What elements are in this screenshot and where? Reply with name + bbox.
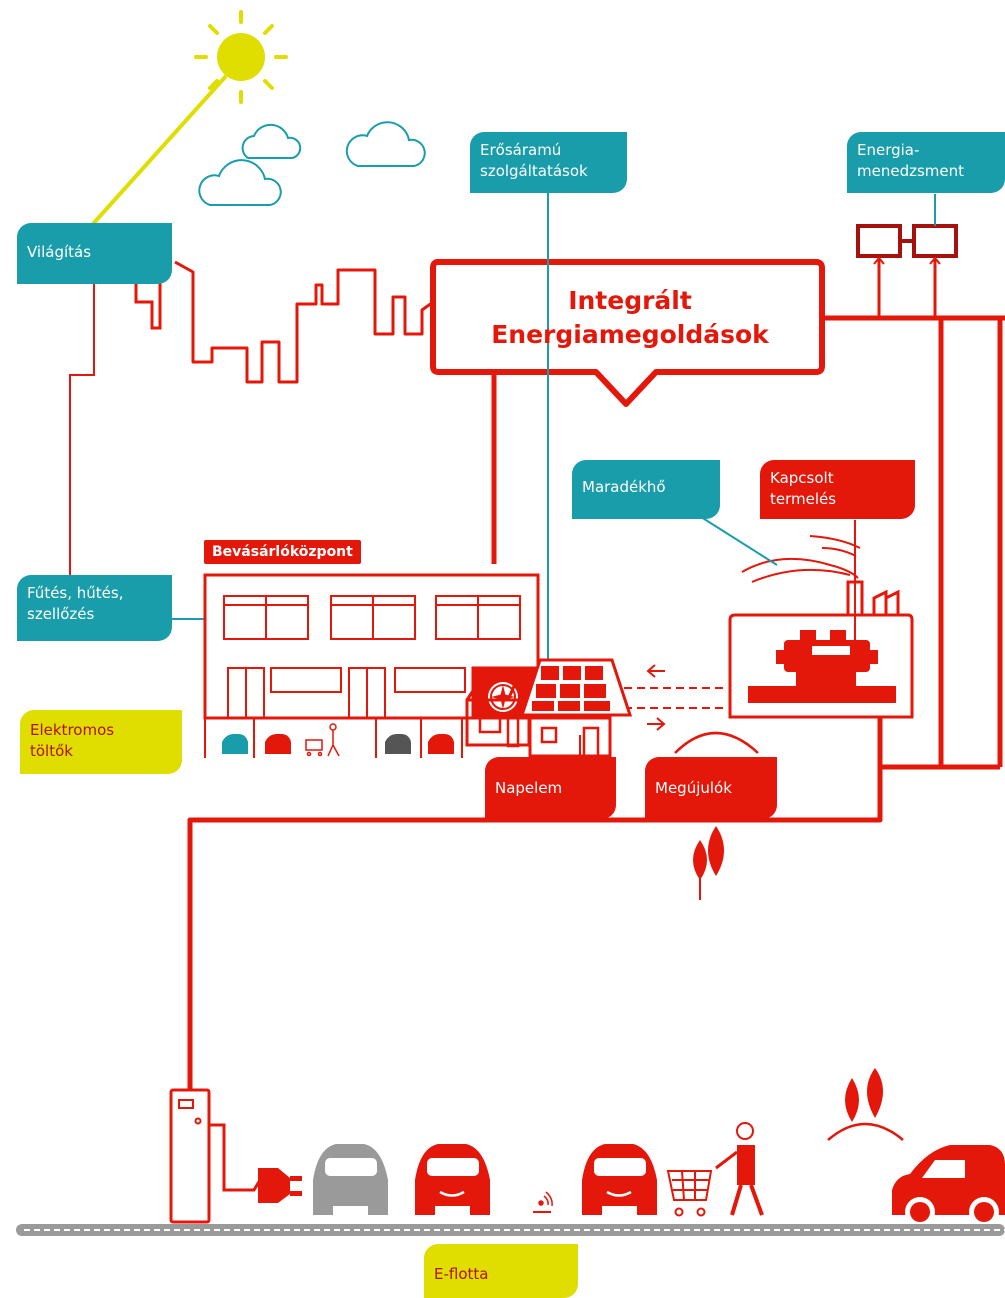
charging-station-icon bbox=[169, 1088, 262, 1224]
renewables-label: Megújulók bbox=[645, 757, 777, 819]
power-services-label: Erősáramú szolgáltatások bbox=[470, 132, 627, 193]
cloud-icon bbox=[198, 121, 426, 206]
shopping-center-building bbox=[203, 573, 540, 758]
lighting-label: Világítás bbox=[17, 223, 172, 284]
tree-icon bbox=[674, 731, 759, 900]
hvac-label: Fűtés, hűtés, szellőzés bbox=[17, 575, 172, 641]
diagram-title: Integrált Energiamegoldások bbox=[491, 286, 769, 349]
car-icon bbox=[222, 734, 454, 754]
energy-management-label: Energia- menedzsment bbox=[847, 132, 1005, 193]
engine-icon bbox=[748, 630, 896, 703]
shopping-cart-icon bbox=[666, 1170, 713, 1217]
tree-icon bbox=[827, 1068, 904, 1141]
person-icon bbox=[715, 1122, 764, 1216]
ev-chargers-label: Elektromos töltők bbox=[20, 710, 182, 774]
solar-label: Napelem bbox=[485, 757, 616, 819]
road bbox=[16, 1224, 1005, 1236]
cogeneration-label: Kapcsolt termelés bbox=[760, 460, 915, 519]
shopping-center-badge: Bevásárlóközpont bbox=[204, 540, 361, 564]
waste-heat-label: Maradékhő bbox=[572, 460, 720, 519]
car-icon bbox=[313, 1144, 1005, 1227]
wifi-signal-icon bbox=[533, 1191, 553, 1213]
shopping-cart-icon bbox=[305, 723, 340, 757]
sun-icon bbox=[90, 10, 288, 227]
fan-icon bbox=[488, 682, 518, 712]
monitor-icon bbox=[856, 194, 958, 318]
e-fleet-label: E-flotta bbox=[424, 1244, 578, 1298]
city-skyline bbox=[174, 260, 437, 384]
solar-house-icon bbox=[465, 658, 633, 758]
title-bubble bbox=[430, 259, 825, 407]
plug-icon bbox=[258, 1168, 302, 1203]
